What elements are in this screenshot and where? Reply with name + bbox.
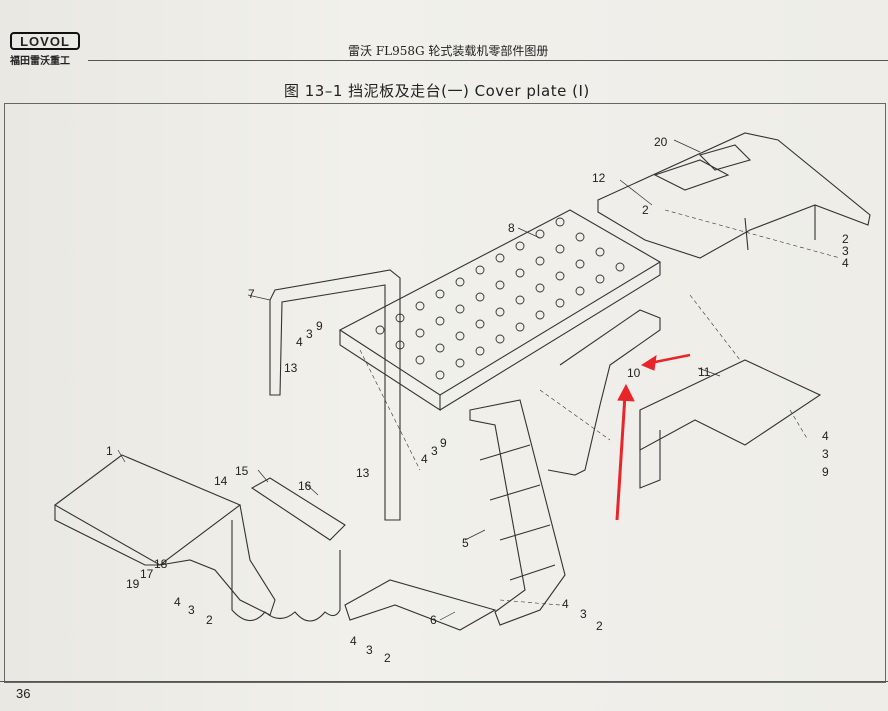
callout-11: 11 [698,365,711,379]
footer-divider [0,681,888,682]
callout-2-right: 2 [842,232,849,246]
front-fender-1 [53,454,242,566]
platform-holes [375,217,625,380]
callout-10: 10 [627,366,641,380]
callout-4-bottom: 4 [350,634,357,648]
page-number: 36 [16,686,31,701]
callout-20: 20 [654,135,668,149]
callout-4-left: 4 [174,595,181,609]
callout-9-mid: 9 [440,436,447,450]
callout-2-top: 2 [642,203,649,217]
callout-4-stair: 4 [562,597,569,611]
callout-4-upper: 4 [296,335,303,349]
callout-9-r2: 9 [822,465,829,479]
callout-6: 6 [430,613,437,627]
callout-1: 1 [106,444,113,458]
callout-13-upper: 13 [284,361,298,375]
callout-4-right: 4 [842,256,849,270]
callout-3-upper: 3 [306,327,313,341]
part-callouts: 20 12 2 2 3 4 8 7 9 3 4 13 10 11 4 3 9 9… [106,135,849,665]
red-arrow-horizontal [640,353,691,371]
bracket-6 [344,579,497,631]
cover-plate-20 [597,132,871,259]
callout-3-mid: 3 [431,444,438,458]
callout-15: 15 [235,464,249,478]
ladder-5 [469,399,566,626]
figure-title: 图 13–1 挡泥板及走台(一) Cover plate (Ⅰ) [284,82,590,100]
callout-9-upper: 9 [316,319,323,333]
callout-2-stair: 2 [596,619,603,633]
callout-7: 7 [248,287,255,301]
callout-4-mid: 4 [421,452,428,466]
handrail-7 [269,269,401,521]
rear-plate-11 [639,359,822,451]
red-arrow-vertical [615,383,635,521]
callout-2-bottom: 2 [384,651,391,665]
callout-4-r2: 4 [822,429,829,443]
callout-12: 12 [592,171,606,185]
logo-text: LOVOL [10,32,80,50]
diagram-frame [4,103,886,683]
callout-3-stair: 3 [580,607,587,621]
lovol-logo: LOVOL 福田雷沃重工 [10,32,80,67]
callout-14: 14 [214,474,228,488]
callout-3-bottom: 3 [366,643,373,657]
callout-5: 5 [462,536,469,550]
callout-17: 17 [140,567,154,581]
callout-19: 19 [126,577,140,591]
callout-13-lower: 13 [356,466,370,480]
callout-2-left: 2 [206,613,213,627]
callout-3-r2: 3 [822,447,829,461]
catalog-title: 雷沃 FL958G 轮式装载机零部件图册 [348,44,549,58]
logo-subtitle: 福田雷沃重工 [10,56,70,67]
walkway-platform-8 [338,209,662,396]
callout-8: 8 [508,221,515,235]
header-divider [88,60,888,61]
callout-16: 16 [298,479,312,493]
callout-3-left: 3 [188,603,195,617]
callout-3-right: 3 [842,244,849,258]
mud-flap [250,477,346,541]
callout-18: 18 [154,557,168,571]
